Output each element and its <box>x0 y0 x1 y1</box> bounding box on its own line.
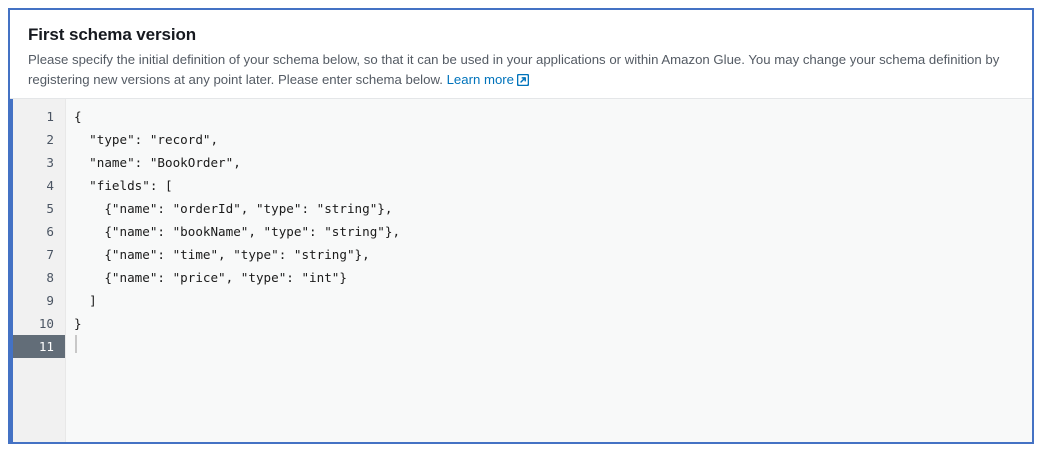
panel-description-text: Please specify the initial definition of… <box>28 52 1000 87</box>
gutter-line-8: 8 <box>46 270 54 285</box>
text-caret <box>75 335 77 353</box>
gutter-line-5: 5 <box>46 201 54 216</box>
page-title: First schema version <box>28 25 197 44</box>
gutter-line-9: 9 <box>46 293 54 308</box>
gutter-line-2: 2 <box>46 132 54 147</box>
external-link-icon[interactable] <box>516 72 530 86</box>
gutter-line-4: 4 <box>46 178 54 193</box>
panel-description: Please specify the initial definition of… <box>28 50 1013 89</box>
editor-focus-indicator <box>10 99 13 442</box>
editor-line-number-gutter: 1 2 3 4 5 6 7 8 9 10 11 <box>10 99 65 442</box>
code-line-1: { <box>74 109 82 124</box>
schema-code-editor[interactable]: 1 2 3 4 5 6 7 8 9 10 11 { "type": "recor… <box>10 99 1032 442</box>
gutter-line-1: 1 <box>46 109 54 124</box>
code-line-8: {"name": "price", "type": "int"} <box>74 270 347 285</box>
gutter-line-11-active: 11 <box>10 335 65 358</box>
learn-more-link[interactable]: Learn more <box>446 71 515 87</box>
code-line-2: "type": "record", <box>74 132 219 147</box>
code-line-3: "name": "BookOrder", <box>74 155 241 170</box>
gutter-line-7: 7 <box>46 247 54 262</box>
code-line-11 <box>74 335 1032 358</box>
schema-version-panel: First schema version Please specify the … <box>8 8 1034 444</box>
panel-header: First schema version Please specify the … <box>10 10 1032 99</box>
code-line-7: {"name": "time", "type": "string"}, <box>74 247 370 262</box>
code-line-9: ] <box>74 293 97 308</box>
code-line-10: } <box>74 316 82 331</box>
code-line-4: "fields": [ <box>74 178 173 193</box>
gutter-line-6: 6 <box>46 224 54 239</box>
code-line-5: {"name": "orderId", "type": "string"}, <box>74 201 393 216</box>
code-line-6: {"name": "bookName", "type": "string"}, <box>74 224 401 239</box>
gutter-line-10: 10 <box>38 316 54 331</box>
editor-code-area[interactable]: { "type": "record", "name": "BookOrder",… <box>65 99 1032 442</box>
gutter-line-3: 3 <box>46 155 54 170</box>
